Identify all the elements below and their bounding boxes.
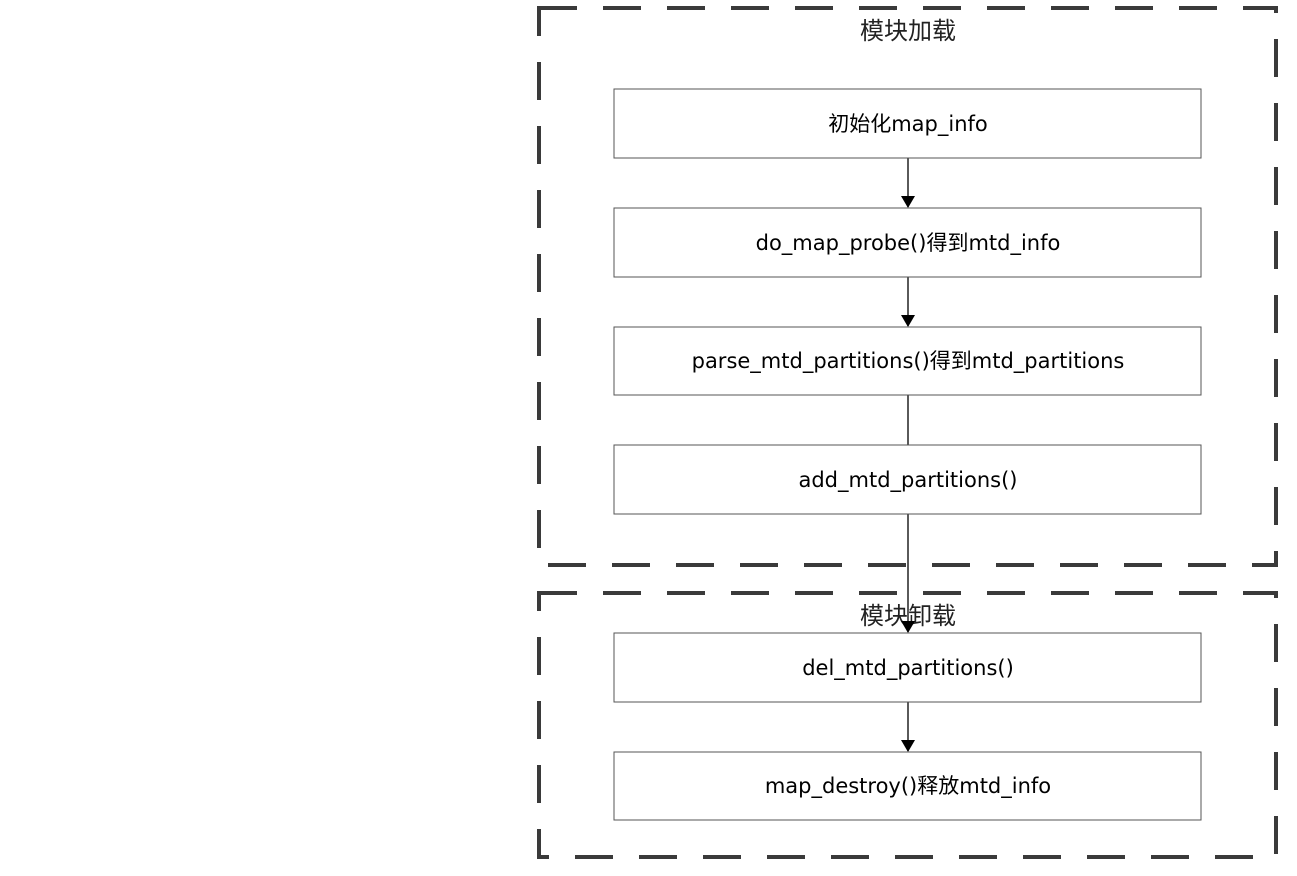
step-add-mtd-partitions: add_mtd_partitions() [613, 444, 1202, 515]
step-label: 初始化map_info [828, 112, 988, 137]
group-unload-border [537, 591, 1278, 859]
step-box [613, 207, 1202, 278]
group-load-border [537, 6, 1278, 567]
step-label: del_mtd_partitions() [802, 656, 1014, 681]
group-load-title: 模块加载 [860, 17, 956, 45]
step-box [613, 88, 1202, 159]
step-label: do_map_probe()得到mtd_info [756, 231, 1061, 256]
step-init-map-info: 初始化map_info [613, 88, 1202, 159]
step-label: add_mtd_partitions() [798, 468, 1017, 493]
step-label: parse_mtd_partitions()得到mtd_partitions [692, 349, 1125, 374]
step-del-mtd-partitions: del_mtd_partitions() [613, 632, 1202, 703]
step-parse-mtd-partitions: parse_mtd_partitions()得到mtd_partitions [613, 326, 1202, 396]
step-box [613, 444, 1202, 515]
step-map-destroy: map_destroy()释放mtd_info [613, 751, 1202, 821]
step-box [613, 326, 1202, 396]
step-box [613, 751, 1202, 821]
step-box [613, 632, 1202, 703]
group-module-load: 模块加载 [537, 6, 1278, 567]
step-do-map-probe: do_map_probe()得到mtd_info [613, 207, 1202, 278]
step-label: map_destroy()释放mtd_info [765, 774, 1051, 799]
